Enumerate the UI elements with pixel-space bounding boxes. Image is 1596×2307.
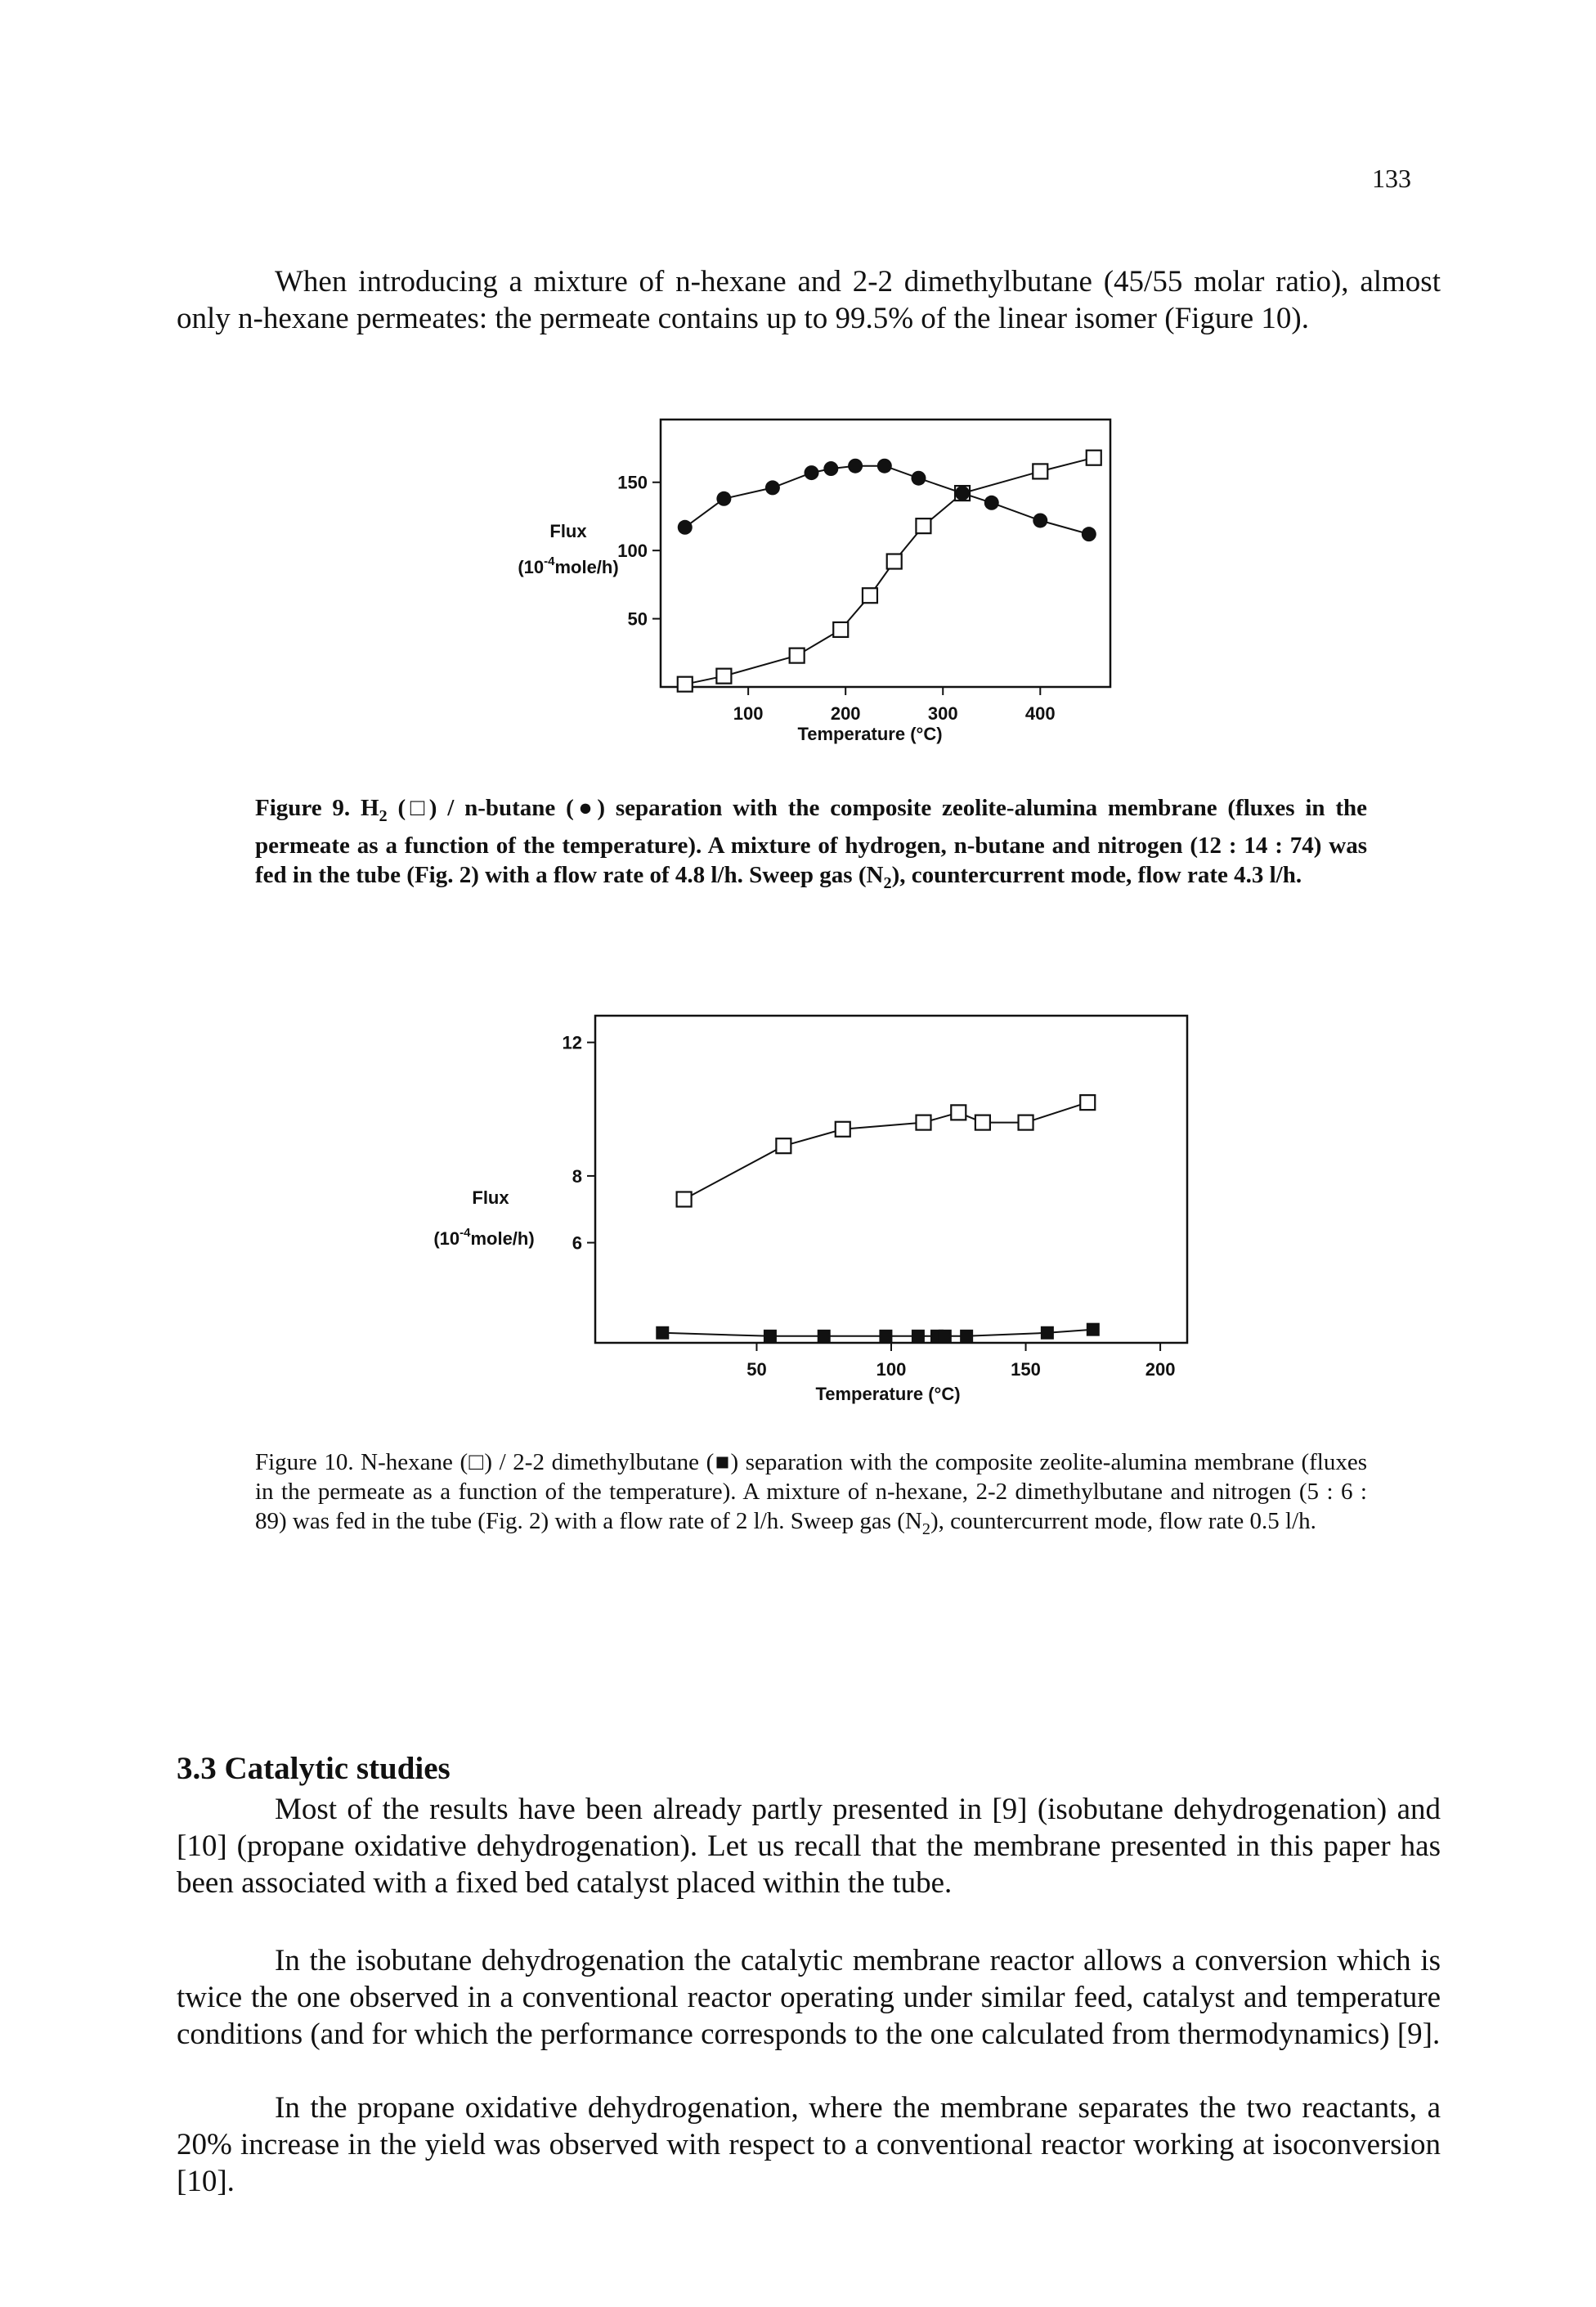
data-point [676, 675, 693, 693]
paragraph: Most of the results have been already pa… [177, 1793, 1441, 1900]
data-point [1085, 449, 1102, 466]
data-point [1081, 527, 1096, 542]
data-point [876, 458, 892, 474]
subscript: 2 [379, 806, 388, 825]
plot-border [659, 418, 1112, 689]
x-tick-label: 300 [928, 703, 958, 724]
data-point [861, 587, 879, 604]
y-tick-label: 50 [628, 609, 648, 630]
subscript: 2 [883, 873, 892, 892]
caption-text: ), countercurrent mode, flow rate 0.5 l/… [930, 1508, 1316, 1534]
series-line [684, 456, 1095, 685]
caption-text: Figure 10. N-hexane (□) / 2-2 dimethylbu… [255, 1449, 1367, 1534]
x-tick-label: 400 [1025, 703, 1056, 724]
y-axis-unit: (10-4mole/h) [518, 554, 618, 577]
data-point [804, 465, 819, 481]
paragraph: In the propane oxidative dehydrogenation… [177, 2091, 1441, 2198]
x-axis-label: Temperature (°C) [797, 724, 942, 744]
data-point [1033, 513, 1048, 528]
series-lines [662, 1102, 1093, 1337]
data-point [834, 1120, 851, 1138]
data-point [1079, 1094, 1096, 1111]
x-tick-label: 100 [733, 703, 764, 724]
series-markers [676, 449, 1102, 693]
series-lines [684, 456, 1095, 685]
y-unit-base: (10 [433, 1228, 460, 1249]
intro-paragraph: When introducing a mixture of n-hexane a… [177, 265, 1441, 335]
data-point [823, 461, 839, 477]
data-point [775, 1138, 792, 1155]
axis-ticks: 100 200 300 400 50 100 150 [617, 473, 1055, 724]
figure-10-caption: Figure 10. N-hexane (□) / 2-2 dimethylbu… [255, 1447, 1367, 1544]
data-point [885, 553, 903, 570]
data-point [832, 621, 850, 639]
data-point [915, 1114, 932, 1131]
data-point [879, 1329, 893, 1343]
series-line [684, 465, 1090, 536]
data-point [848, 458, 863, 474]
y-axis-label: Flux [549, 521, 587, 541]
data-point [911, 470, 926, 486]
plot-border [594, 1014, 1189, 1344]
caption-text: Figure 9. H [255, 795, 379, 821]
y-unit-exp: -4 [544, 554, 555, 568]
series-markers [656, 1094, 1100, 1343]
data-point [675, 1191, 693, 1208]
y-unit-exp: -4 [460, 1226, 471, 1240]
x-tick-label: 150 [1011, 1359, 1041, 1380]
data-point [716, 491, 732, 506]
data-point [677, 519, 693, 535]
x-tick-label: 200 [831, 703, 861, 724]
x-tick-label: 50 [746, 1359, 766, 1380]
data-point [764, 480, 780, 496]
y-unit-base: (10 [518, 557, 544, 577]
page-number: 133 [1372, 164, 1411, 193]
paragraph: In the isobutane dehydrogenation the cat… [177, 1944, 1441, 2051]
x-axis-label: Temperature (°C) [815, 1384, 960, 1404]
caption-text: ), countercurrent mode, flow rate 4.3 l/… [891, 861, 1302, 888]
y-axis-label: Flux [472, 1187, 509, 1208]
y-tick-label: 150 [617, 473, 648, 493]
y-axis-unit: (10-4mole/h) [433, 1226, 534, 1249]
data-point [1040, 1326, 1054, 1340]
y-unit-rest: mole/h) [554, 557, 618, 577]
data-point [763, 1329, 777, 1343]
data-point [911, 1329, 925, 1343]
y-unit-rest: mole/h) [470, 1228, 534, 1249]
data-point [984, 495, 999, 510]
data-point [1017, 1114, 1034, 1131]
x-tick-label: 100 [876, 1359, 907, 1380]
data-point [974, 1114, 991, 1131]
data-point [955, 486, 971, 501]
plot-frame [659, 418, 1112, 689]
data-point [1032, 463, 1049, 480]
data-point [715, 667, 733, 684]
figure-9-chart: 100 200 300 400 50 100 150 Temperature (°C) Fl… [518, 418, 1112, 744]
y-tick-label: 12 [563, 1033, 582, 1053]
y-tick-label: 8 [572, 1166, 582, 1187]
data-point [938, 1329, 952, 1343]
data-point [950, 1104, 967, 1121]
caption-text: (□) / n-butane (●) separation with the c… [255, 795, 1367, 888]
subscript: 2 [921, 1519, 930, 1538]
y-tick-label: 100 [617, 541, 648, 561]
series-line [662, 1328, 1093, 1337]
data-point [656, 1326, 670, 1340]
data-point [915, 518, 932, 535]
x-tick-label: 200 [1145, 1359, 1176, 1380]
section-heading: 3.3 Catalytic studies [177, 1751, 451, 1786]
data-point [960, 1329, 974, 1343]
data-point [817, 1329, 831, 1343]
axis-ticks: 50 100 150 200 6 8 12 [563, 1033, 1176, 1380]
data-point [788, 647, 805, 664]
figure-9-caption: Figure 9. H2 (□) / n-butane (●) separati… [255, 793, 1367, 898]
plot-frame [594, 1014, 1189, 1344]
figure-10-chart: 50 100 150 200 6 8 12 Temperature (°C) Flux (1… [433, 1014, 1189, 1404]
y-tick-label: 6 [572, 1233, 582, 1254]
data-point [1086, 1322, 1100, 1336]
